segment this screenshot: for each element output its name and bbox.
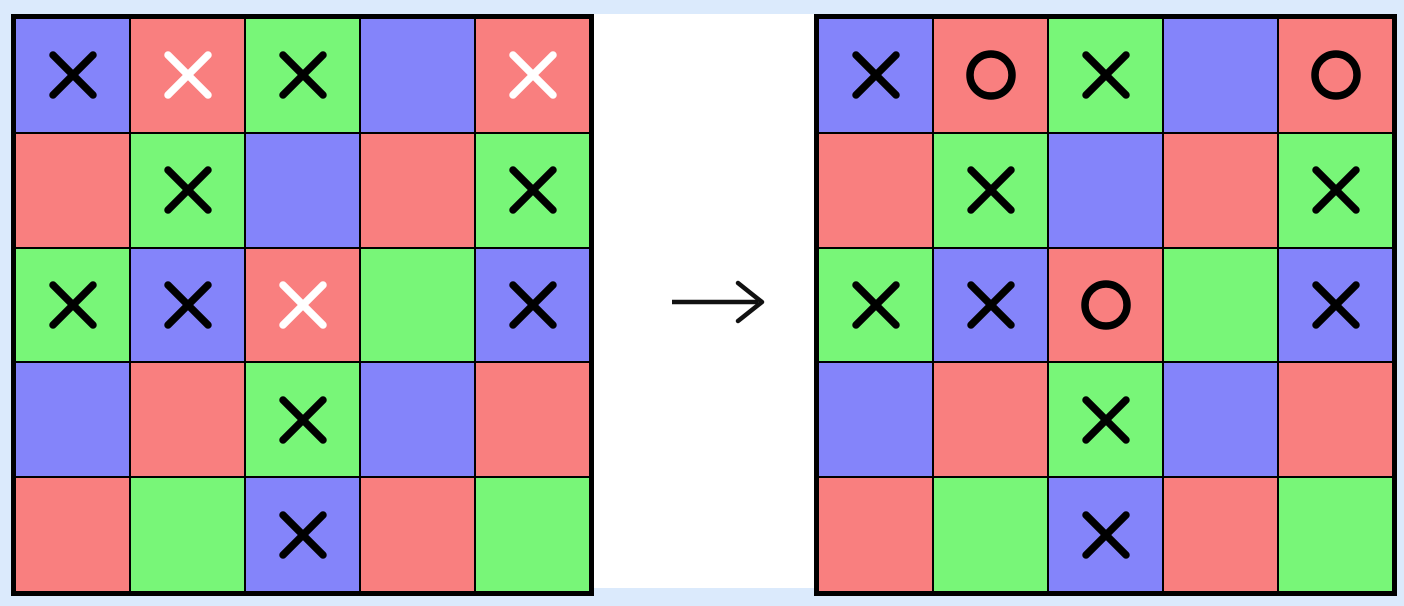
input-grid [11, 14, 594, 596]
grid-cell[interactable] [932, 17, 1049, 134]
grid-cell[interactable] [817, 246, 934, 364]
grid-cell[interactable] [1162, 131, 1279, 249]
grid-cell[interactable] [817, 17, 934, 134]
grid-cell[interactable] [474, 476, 591, 593]
cross-mark-icon [508, 166, 557, 214]
grid-cell[interactable] [474, 246, 591, 364]
grid-cell[interactable] [1047, 476, 1164, 593]
grid-cell[interactable] [14, 361, 131, 479]
grid-cell[interactable] [129, 246, 246, 364]
grid-cell[interactable] [14, 246, 131, 364]
circle-mark-icon [1080, 280, 1131, 330]
cross-mark-icon [966, 166, 1015, 214]
grid-cell[interactable] [14, 476, 131, 593]
grid-cell[interactable] [244, 131, 361, 249]
grid-cell[interactable] [1277, 246, 1394, 364]
cross-mark-icon [1081, 51, 1130, 100]
cross-mark-icon [1081, 396, 1130, 444]
cross-mark-icon [966, 281, 1015, 329]
grid-cell[interactable] [244, 476, 361, 593]
grid-cell[interactable] [1047, 131, 1164, 249]
grid-cell[interactable] [817, 361, 934, 479]
grid-cell[interactable] [244, 17, 361, 134]
grid-cell[interactable] [1162, 246, 1279, 364]
cross-mark-icon [1081, 510, 1130, 559]
grid-cell[interactable] [474, 361, 591, 479]
output-grid [814, 14, 1397, 596]
grid-cell[interactable] [359, 361, 476, 479]
grid-cell[interactable] [244, 246, 361, 364]
grid-cell[interactable] [474, 131, 591, 249]
grid-cell[interactable] [359, 131, 476, 249]
grid-cell[interactable] [1047, 17, 1164, 134]
circle-mark-icon [965, 50, 1016, 101]
grid-cell[interactable] [359, 246, 476, 364]
cross-mark-icon [163, 281, 212, 329]
figure-canvas [11, 14, 1397, 596]
cross-mark-icon [508, 281, 557, 329]
grid-cell[interactable] [14, 17, 131, 134]
grid-cell[interactable] [817, 131, 934, 249]
grid-cell[interactable] [129, 476, 246, 593]
grid-cell[interactable] [932, 246, 1049, 364]
grid-cell[interactable] [14, 131, 131, 249]
grid-cell[interactable] [474, 17, 591, 134]
grid-cell[interactable] [129, 17, 246, 134]
cross-mark-icon [851, 281, 900, 329]
grid-cell[interactable] [359, 476, 476, 593]
grid-cell[interactable] [1047, 361, 1164, 479]
cross-mark-icon [163, 51, 212, 100]
cross-mark-icon [278, 51, 327, 100]
grid-cell[interactable] [1162, 476, 1279, 593]
grid-cell[interactable] [359, 17, 476, 134]
grid-cell[interactable] [1277, 476, 1394, 593]
cross-mark-icon [508, 51, 557, 100]
cross-mark-icon [278, 510, 327, 559]
cross-mark-icon [1311, 166, 1360, 214]
cross-mark-icon [48, 281, 97, 329]
cross-mark-icon [48, 51, 97, 100]
cross-mark-icon [1311, 281, 1360, 329]
circle-mark-icon [1310, 50, 1361, 101]
cross-mark-icon [851, 51, 900, 100]
grid-cell[interactable] [129, 131, 246, 249]
right-arrow-icon [656, 272, 786, 332]
grid-cell[interactable] [1277, 131, 1394, 249]
cross-mark-icon [278, 281, 327, 329]
grid-cell[interactable] [1277, 17, 1394, 134]
grid-cell[interactable] [932, 361, 1049, 479]
cross-mark-icon [278, 396, 327, 444]
grid-cell[interactable] [129, 361, 246, 479]
grid-cell[interactable] [1277, 361, 1394, 479]
grid-cell[interactable] [1047, 246, 1164, 364]
grid-cell[interactable] [932, 131, 1049, 249]
grid-cell[interactable] [932, 476, 1049, 593]
grid-cell[interactable] [1162, 361, 1279, 479]
grid-cell[interactable] [244, 361, 361, 479]
cross-mark-icon [163, 166, 212, 214]
grid-cell[interactable] [1162, 17, 1279, 134]
grid-cell[interactable] [817, 476, 934, 593]
